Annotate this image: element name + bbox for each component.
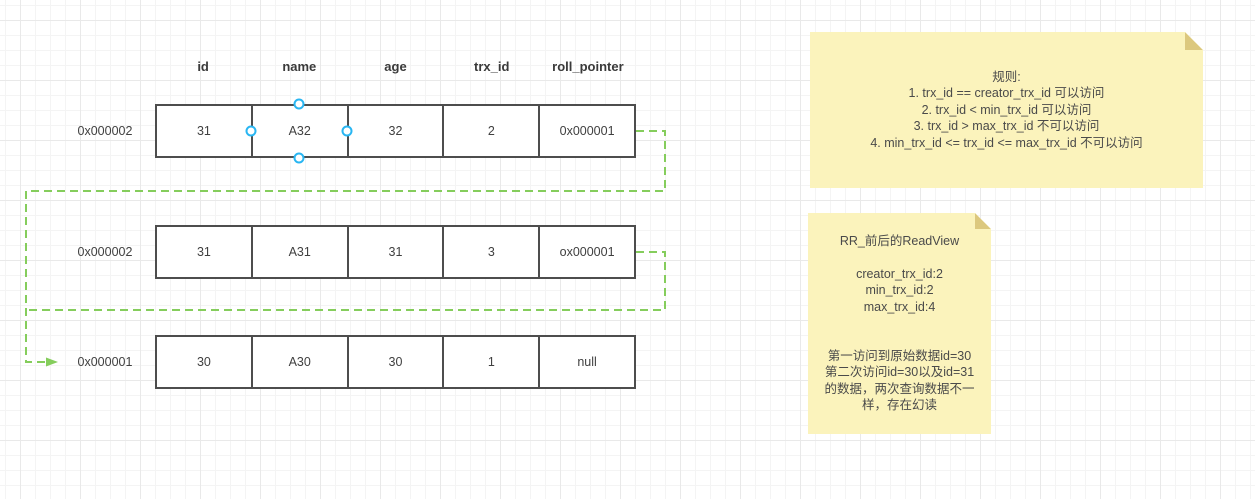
cell-roll-pointer[interactable]: null [577,355,597,369]
selection-handle-top[interactable] [293,98,305,110]
column-header-age[interactable]: age [384,58,407,74]
selection-handle-left[interactable] [245,125,257,137]
connector-arrowhead-icon [46,357,58,367]
cell-roll-pointer[interactable]: ox000001 [559,245,615,259]
column-header-row: id name age trx_id roll_pointer [155,56,636,76]
cell-roll-pointer[interactable]: 0x000001 [559,124,615,138]
row-address-label[interactable]: 0x000002 [77,124,133,138]
cell-id[interactable]: 31 [157,227,253,277]
cell-trx-id[interactable]: 1 [444,337,541,387]
record-row-version-2[interactable]: 31 A32 32 2 0x000001 [155,104,636,158]
cell-name[interactable]: A30 [253,337,349,387]
column-header-roll-pointer[interactable]: roll_pointer [552,58,624,74]
note-rules-text: 规则: 1. trx_id == creator_trx_id 可以访问 2. … [870,69,1143,150]
connector-rollpointer-row1-to-row3[interactable] [25,130,666,363]
sticky-note-readview[interactable]: RR_前后的ReadView creator_trx_id:2 min_trx_… [808,213,991,434]
cell-age[interactable]: 31 [349,227,445,277]
cell-name[interactable]: A31 [253,227,349,277]
row-address-label[interactable]: 0x000001 [77,355,133,369]
column-header-trx-id[interactable]: trx_id [474,58,510,74]
connector-rollpointer-row2-to-row3[interactable] [27,251,666,311]
record-row-original[interactable]: 30 A30 30 1 null [155,335,636,389]
record-row-version-1[interactable]: 31 A31 31 3 ox000001 [155,225,636,279]
cell-trx-id[interactable]: 3 [444,227,541,277]
row-address-label[interactable]: 0x000002 [77,245,133,259]
sticky-note-rules[interactable]: 规则: 1. trx_id == creator_trx_id 可以访问 2. … [810,32,1203,188]
column-header-name[interactable]: name [282,58,317,74]
selection-handle-bottom[interactable] [293,152,305,164]
column-header-id[interactable]: id [197,58,209,74]
cell-age[interactable]: 30 [349,337,445,387]
note-readview-text: RR_前后的ReadView creator_trx_id:2 min_trx_… [824,234,975,413]
cell-age[interactable]: 32 [349,106,445,156]
cell-id[interactable]: 30 [157,337,253,387]
cell-trx-id[interactable]: 2 [444,106,541,156]
selection-handle-right[interactable] [341,125,353,137]
